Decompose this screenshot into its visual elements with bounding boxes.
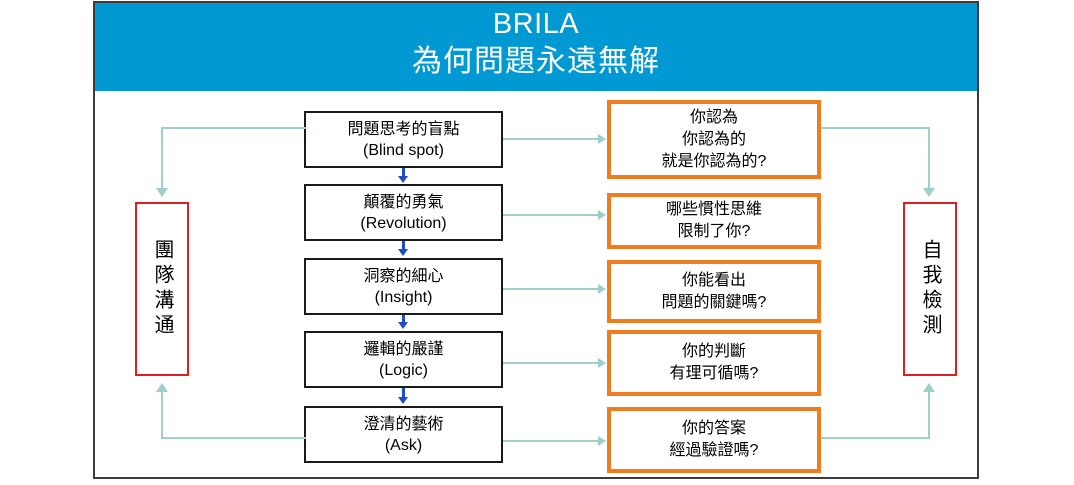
header-title-en: BRILA [492, 8, 580, 40]
question-box-5[interactable]: 你的答案 經過驗證嗎? [607, 407, 821, 473]
connector-line-core3-q3 [503, 288, 599, 290]
core-step-1-zh: 問題思考的盲點 [347, 120, 460, 138]
loop-line-core5-to-left-v [161, 391, 163, 438]
question-box-4[interactable]: 你的判斷 有理可循嗎? [607, 330, 821, 396]
core-step-5-zh: 澄清的藝術 [363, 415, 444, 433]
loop-arrow-into-right-panel-top [923, 188, 935, 197]
diagram-frame: BRILA 為何問題永遠無解 團隊溝通 自我檢測 問題思考的盲點 (Blind … [93, 1, 979, 479]
connector-line-core1-q1 [503, 138, 599, 140]
question-box-1[interactable]: 你認為 你認為的 就是你認為的? [607, 100, 821, 179]
question-1-line-1: 你認為 [689, 108, 738, 126]
core-step-box-2[interactable]: 顛覆的勇氣 (Revolution) [304, 184, 503, 241]
flow-arrow-head-2-3 [398, 249, 408, 256]
flow-arrow-head-3-4 [398, 322, 408, 329]
connector-arrow-core1-q1 [598, 134, 606, 144]
core-step-box-5[interactable]: 澄清的藝術 (Ask) [304, 406, 503, 463]
question-1-line-3: 就是你認為的? [661, 152, 767, 170]
core-step-1-en: (Blind spot) [363, 141, 444, 159]
core-step-5-en: (Ask) [384, 436, 423, 454]
core-step-box-1[interactable]: 問題思考的盲點 (Blind spot) [304, 111, 503, 168]
flow-arrow-line-1-2 [402, 168, 405, 178]
question-4-line-1: 你的判斷 [681, 343, 746, 360]
loop-arrow-into-left-panel-bottom [156, 383, 168, 392]
core-step-4-zh: 邏輯的嚴謹 [363, 340, 444, 358]
flow-arrow-head-4-5 [398, 397, 408, 404]
question-4-line-2: 有理可循嗎? [669, 365, 759, 382]
loop-line-core5-to-left-h [161, 437, 306, 439]
core-step-4-en: (Logic) [379, 361, 428, 379]
side-panel-self-check[interactable]: 自我檢測 [903, 202, 957, 376]
connector-line-core2-q2 [503, 214, 599, 216]
question-5-line-1: 你的答案 [681, 420, 746, 437]
loop-arrow-into-right-panel-bottom [923, 383, 935, 392]
connector-arrow-core2-q2 [598, 210, 606, 220]
question-box-3[interactable]: 你能看出 問題的關鍵嗎? [607, 260, 821, 323]
loop-line-q5-to-right-h [821, 437, 930, 439]
core-step-2-en: (Revolution) [360, 214, 447, 232]
loop-arrow-into-left-panel-top [156, 188, 168, 197]
loop-line-q1-to-right-v [928, 127, 930, 189]
core-step-3-zh: 洞察的細心 [363, 267, 444, 285]
question-1-line-2: 你認為的 [681, 130, 746, 148]
question-2-line-2: 限制了你? [677, 223, 751, 240]
flow-arrow-line-4-5 [402, 388, 405, 399]
core-step-box-3[interactable]: 洞察的細心 (Insight) [304, 258, 503, 315]
core-step-3-en: (Insight) [374, 288, 433, 306]
side-panel-team-communication[interactable]: 團隊溝通 [135, 202, 189, 376]
connector-line-core5-q5 [503, 440, 599, 442]
loop-line-core1-to-left-v [161, 127, 163, 189]
core-step-box-4[interactable]: 邏輯的嚴謹 (Logic) [304, 331, 503, 388]
question-5-line-2: 經過驗證嗎? [669, 442, 759, 459]
side-panel-right-label: 自我檢測 [919, 239, 941, 339]
loop-line-q5-to-right-v [928, 391, 930, 438]
connector-arrow-core3-q3 [598, 284, 606, 294]
connector-arrow-core5-q5 [598, 436, 606, 446]
flow-arrow-line-2-3 [402, 241, 405, 251]
loop-line-q1-to-right-h [821, 127, 930, 129]
question-box-2[interactable]: 哪些慣性思維 限制了你? [607, 193, 821, 249]
flow-arrow-line-3-4 [402, 315, 405, 324]
connector-arrow-core4-q4 [598, 358, 606, 368]
question-2-line-1: 哪些慣性思維 [665, 201, 762, 218]
header-title-zh: 為何問題永遠無解 [412, 45, 660, 78]
question-3-line-2: 問題的關鍵嗎? [661, 293, 767, 311]
flow-arrow-head-1-2 [398, 176, 408, 183]
loop-line-core1-to-left-h [161, 127, 306, 129]
question-3-line-1: 你能看出 [681, 271, 746, 289]
header-banner: BRILA 為何問題永遠無解 [95, 3, 977, 91]
connector-line-core4-q4 [503, 362, 599, 364]
core-step-2-zh: 顛覆的勇氣 [363, 193, 444, 211]
side-panel-left-label: 團隊溝通 [151, 239, 173, 339]
